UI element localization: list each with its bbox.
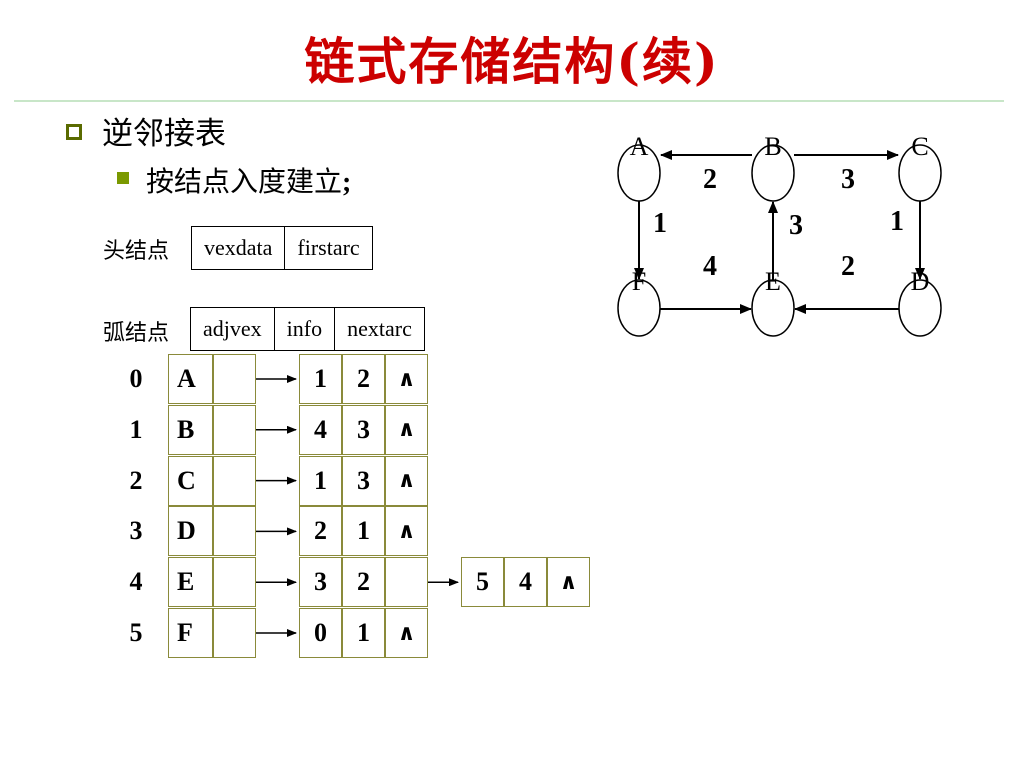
arc-node-label: 弧结点 [103, 321, 170, 346]
filled-square-bullet-icon [117, 172, 129, 184]
graph-node [898, 144, 942, 202]
graph-node [751, 279, 795, 337]
arc-nextarc-cell: ∧ [385, 506, 428, 557]
bullet-reverse-adjacency-list: 逆邻接表 [102, 116, 226, 152]
head-node-field: vexdata [192, 227, 286, 269]
arc-info-cell: 2 [342, 557, 385, 608]
graph-node [898, 279, 942, 337]
arc-info-cell: 3 [342, 404, 385, 455]
arc-adjvex-cell: 2 [299, 506, 342, 557]
arc-info-cell: 2 [342, 354, 385, 404]
head-node-field: firstarc [297, 235, 360, 260]
graph-node-label: B [764, 132, 781, 161]
edge-weight-label: 1 [653, 208, 667, 239]
arc-info-cell: 1 [342, 506, 385, 557]
arc-adjvex-cell: 1 [299, 455, 342, 506]
arc-nextarc-cell: ∧ [385, 354, 428, 404]
head-firstarc-cell [213, 404, 256, 455]
edge-weight-label: 2 [703, 164, 717, 195]
page-title: 链式存储结构(续) [304, 32, 720, 91]
arc-nextarc-cell: ∧ [547, 557, 590, 608]
vertex-index: 1 [129, 414, 143, 444]
head-firstarc-cell [213, 455, 256, 506]
arc-nextarc-cell [385, 557, 428, 608]
arc-nextarc-cell: ∧ [385, 608, 428, 658]
head-firstarc-cell [213, 557, 256, 608]
arc-adjvex-cell: 4 [299, 404, 342, 455]
edge-weight-label: 3 [841, 164, 855, 195]
vertex-index: 0 [129, 364, 143, 393]
arc-node-field: nextarc [347, 316, 412, 341]
head-firstarc-cell [213, 506, 256, 557]
graph-node-label: C [911, 132, 928, 161]
arc-info-cell: 3 [342, 455, 385, 506]
edge-weight-label: 4 [703, 251, 717, 282]
bullet2-text: 按结点入度建立 [146, 165, 343, 198]
head-firstarc-cell [213, 354, 256, 404]
edge-weight-label: 1 [890, 206, 904, 237]
head-vexdata-cell: A [168, 354, 213, 404]
vertex-index: 2 [129, 465, 143, 495]
edge-weight-label: 2 [841, 251, 855, 282]
arc-node-structure: adjvex info nextarc [190, 307, 425, 351]
head-vexdata-cell: F [168, 608, 213, 658]
head-vexdata-cell: C [168, 455, 213, 506]
head-node-label: 头结点 [103, 239, 170, 264]
title-divider [14, 100, 1004, 102]
head-vexdata-cell: D [168, 506, 213, 557]
hollow-square-bullet-icon [66, 124, 82, 140]
arc-adjvex-cell: 0 [299, 608, 342, 658]
arc-nextarc-cell: ∧ [385, 404, 428, 455]
arc-adjvex-cell: 5 [461, 557, 504, 608]
head-firstarc-cell [213, 608, 256, 658]
graph-node-label: D [911, 267, 930, 296]
graph-node [617, 279, 661, 337]
arc-adjvex-cell: 3 [299, 557, 342, 608]
graph-node [751, 144, 795, 202]
graph-node-label: A [630, 132, 649, 161]
arc-node-field: info [275, 308, 336, 350]
arc-adjvex-cell: 1 [299, 354, 342, 404]
arc-nextarc-cell: ∧ [385, 455, 428, 506]
graph-node-label: E [765, 267, 781, 296]
head-vexdata-cell: E [168, 557, 213, 608]
arc-info-cell: 1 [342, 608, 385, 658]
vertex-index: 4 [129, 567, 143, 597]
vertex-index: 5 [129, 618, 143, 647]
head-node-structure: vexdata firstarc [191, 226, 373, 270]
bullet-build-by-indegree: 按结点入度建立; [146, 160, 351, 200]
bullet2-suffix: ; [342, 167, 352, 198]
arc-node-field: adjvex [191, 308, 275, 350]
edge-weight-label: 3 [789, 210, 803, 241]
graph-node-label: F [632, 267, 646, 296]
vertex-index: 3 [129, 516, 143, 546]
graph-node [617, 144, 661, 202]
head-vexdata-cell: B [168, 404, 213, 455]
arc-info-cell: 4 [504, 557, 547, 608]
